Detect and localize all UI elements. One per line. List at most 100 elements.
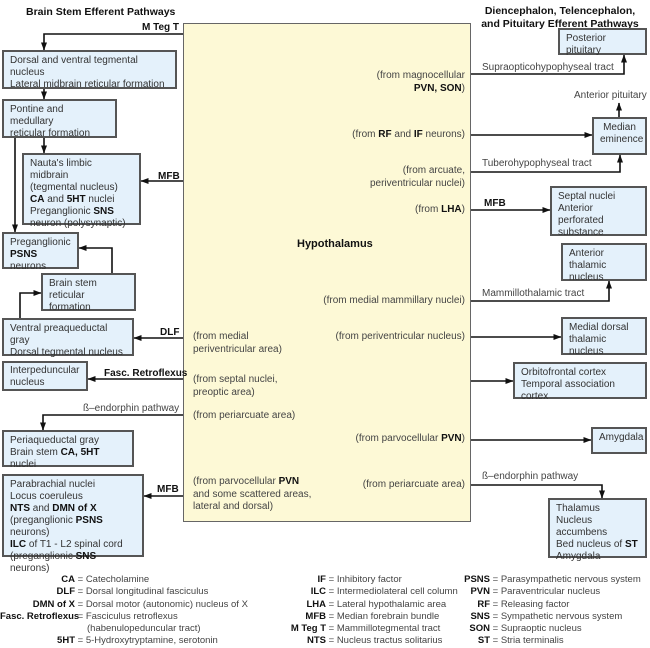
- text-line: Preganglionic: [10, 237, 71, 249]
- text-segment: and some scattered areas,: [193, 488, 312, 500]
- abbreviation: SNS: [93, 206, 114, 217]
- text-segment: and: [44, 194, 67, 205]
- text-segment: Amygdala: [599, 432, 644, 443]
- source-arcuate: (from arcuate,periventricular nuclei): [370, 165, 465, 190]
- text-line: Dorsal tegmental nucleus: [10, 347, 126, 359]
- text-line: Lateral midbrain reticular formation: [10, 79, 169, 91]
- hypothalamus-label: Hypothalamus: [297, 238, 373, 250]
- text-segment: periventricular area): [193, 343, 282, 355]
- text-line: thalamic nucleus: [569, 260, 639, 284]
- text-line: Periaqueductal gray: [10, 435, 126, 447]
- label-dlf: DLF: [160, 327, 180, 338]
- text-segment: (from septal nuclei,: [193, 374, 278, 385]
- abbreviation: ILC: [10, 539, 27, 550]
- text-line: CA and 5HT nuclei: [30, 194, 133, 206]
- text-segment: Median: [603, 122, 636, 133]
- text-line: Septal nuclei: [558, 191, 639, 203]
- text-line: Bed nucleus of ST: [556, 539, 639, 551]
- text-line: neuron (polysynaptic): [30, 218, 133, 230]
- label-tuberohypophyseal: Tuberohypophyseal tract: [482, 158, 592, 169]
- legend-entry: DLF = Dorsal longitudinal fasciculus: [0, 586, 248, 598]
- label-beta-endorphin-right: ß–endorphin pathway: [482, 471, 579, 482]
- text-line: Nauta's limbic midbrain: [30, 158, 133, 182]
- legend-definition: = Supraoptic nucleus: [490, 623, 582, 635]
- legend-abbreviation: ILC: [310, 586, 326, 598]
- legend-abbreviation: SON: [469, 623, 490, 635]
- text-segment: nuclei: [85, 194, 115, 205]
- text-line: Median: [600, 122, 639, 134]
- legend-abbreviation: IF: [317, 574, 326, 585]
- source-lha: (from LHA): [415, 204, 465, 217]
- text-segment: Dorsal tegmental nucleus: [10, 347, 123, 358]
- arrow-beta-endorphin-left: [40, 414, 183, 431]
- label-mfb-upper: MFB: [158, 171, 180, 182]
- box-nauta-limbic-midbrain: Nauta's limbic midbrain(tegmental nucleu…: [22, 153, 141, 229]
- legend-abbreviation: Fasc. Retroflexus: [0, 610, 80, 622]
- text-line: Ventral preaqueductal gray: [10, 323, 126, 347]
- legend-definition: = Fasciculus retroflexus: [75, 610, 178, 622]
- text-segment: (from periventricular nucleus): [335, 331, 466, 342]
- text-line: (from parvocellular PVN: [193, 476, 311, 489]
- text-line: Medial dorsal: [569, 322, 639, 334]
- text-line: Thalamus: [556, 503, 639, 515]
- legend-abbreviation: ST: [477, 635, 490, 647]
- text-segment: ): [461, 204, 465, 215]
- text-segment: neurons: [10, 261, 47, 272]
- text-segment: Ventral preaqueductal gray: [10, 323, 108, 346]
- legend-definition: = Releasing factor: [490, 598, 570, 610]
- legend-entry: PSNS = Parasympathetic nervous system: [454, 574, 641, 586]
- text-segment: Brain stem: [10, 447, 61, 458]
- text-line: and some scattered areas,: [193, 489, 311, 502]
- label-beta-endorphin-left: ß–endorphin pathway: [83, 403, 180, 414]
- legend-entry: SNS = Sympathetic nervous system: [454, 611, 641, 623]
- text-segment: thalamic nucleus: [569, 260, 607, 283]
- hypothalamus-box: [183, 23, 471, 522]
- text-segment: (from: [352, 129, 379, 140]
- text-segment: Preganglionic: [10, 237, 71, 248]
- text-line: (preganglionic SNS neurons): [10, 551, 136, 575]
- abbreviation: DMN of X: [52, 503, 97, 514]
- text-segment: ): [461, 433, 465, 444]
- text-segment: (from arcuate,: [402, 165, 465, 176]
- abbreviation: CA: [30, 194, 45, 205]
- text-line: Posterior pituitary: [566, 33, 639, 57]
- abbreviation: RF: [378, 129, 392, 140]
- legend-abbreviation: CA: [61, 574, 75, 585]
- text-line: (from periarcuate area): [193, 410, 295, 423]
- label-fasc-retroflexus: Fasc. Retroflexus: [104, 368, 188, 379]
- text-line: lateral and dorsal): [193, 501, 311, 514]
- legend-definition: = Mammillotegmental tract: [326, 623, 441, 635]
- text-segment: eminence: [600, 134, 644, 145]
- legend-entry: ILC = Intermediolateral cell column: [250, 586, 458, 598]
- source-periarcuate-right: (from periarcuate area): [363, 479, 465, 492]
- text-segment: of T1 - L2 spinal cord: [26, 539, 123, 550]
- text-line: (preganglionic PSNS neurons): [10, 515, 136, 539]
- text-segment: Amygdala: [556, 551, 601, 562]
- abbreviation: PVN, SON: [413, 82, 462, 94]
- text-line: substance: [558, 227, 639, 239]
- text-segment: Locus coeruleus: [10, 491, 83, 502]
- source-parvocellular-pvn: (from parvocellular PVN): [356, 433, 466, 446]
- text-line: (from RF and IF neurons): [352, 129, 465, 142]
- text-segment: Anterior perforated: [558, 203, 604, 226]
- text-line: periventricular area): [193, 344, 282, 357]
- legend-abbreviation: RF: [477, 598, 490, 610]
- abbreviation: LHA: [441, 204, 462, 215]
- legend-abbreviation: LHA: [306, 598, 326, 610]
- legend-abbreviation: MFB: [305, 610, 326, 622]
- text-segment: thalamic nucleus: [569, 334, 607, 357]
- legend-entry: 5HT = 5-Hydroxytryptamine, serotonin: [0, 635, 248, 647]
- legend-entry: IF = Inhibitory factor: [250, 574, 458, 586]
- legend-definition: = Parasympathetic nervous system: [490, 574, 641, 585]
- abbreviation: PSNS: [75, 515, 103, 526]
- text-segment: Anterior: [569, 248, 605, 259]
- text-segment: (from periarcuate area): [193, 410, 296, 421]
- abbreviation: PVN: [278, 476, 300, 487]
- text-line: preoptic area): [193, 387, 277, 400]
- text-segment: (tegmental nucleus): [30, 182, 118, 193]
- text-line: NTS and DMN of X: [10, 503, 136, 515]
- title-line-2: and Pituitary Efferent Pathways: [481, 18, 639, 30]
- text-segment: Parabrachial nuclei: [10, 479, 96, 490]
